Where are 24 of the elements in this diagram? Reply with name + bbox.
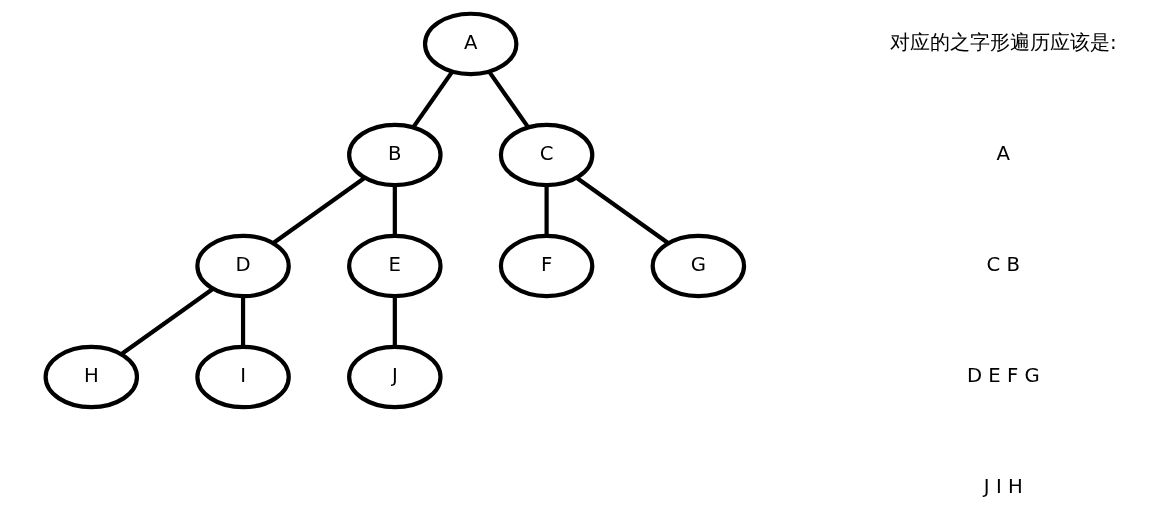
label: C B (986, 253, 1020, 277)
connector (392, 185, 397, 236)
label: A (996, 142, 1010, 166)
label: J I H (983, 475, 1023, 499)
node-ellipse: G (650, 233, 746, 299)
node-ellipse: A (422, 11, 518, 77)
node-ellipse: D (194, 233, 291, 299)
node-ellipse: J (346, 344, 443, 410)
label: D E F G (966, 364, 1040, 388)
connector (240, 296, 245, 347)
connector (411, 70, 454, 129)
node-ellipse: F (498, 233, 594, 299)
node-ellipse: B (346, 122, 443, 188)
connector (392, 296, 397, 347)
node-ellipse: E (346, 233, 443, 299)
connector (119, 287, 214, 356)
connector (575, 176, 669, 245)
label: 对应的之字形遍历应该是: (889, 31, 1117, 55)
connector (544, 185, 549, 236)
node-ellipse: C (498, 122, 594, 188)
connector (271, 176, 366, 245)
node-ellipse: I (194, 344, 291, 410)
connector (487, 70, 530, 129)
node-ellipse: H (43, 344, 139, 410)
